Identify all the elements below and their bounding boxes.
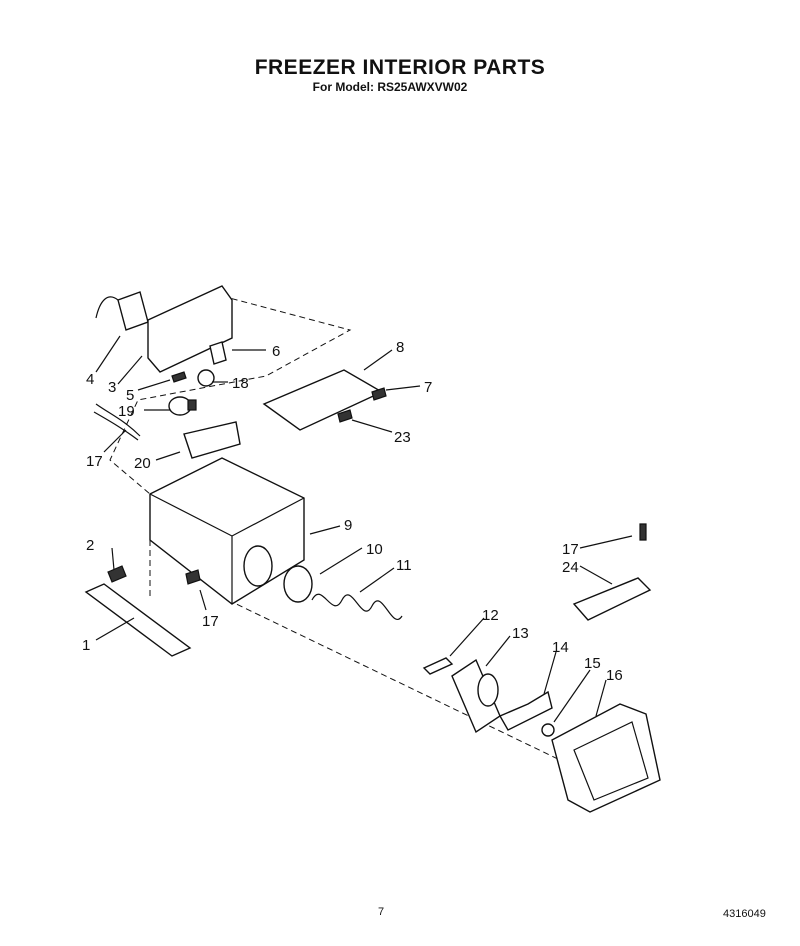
part-crusher-blade (422, 657, 454, 675)
part-bracket-14 (499, 690, 553, 731)
callout-4: 4 (86, 371, 94, 388)
part-nut (541, 723, 555, 737)
part-screw-5 (171, 371, 187, 383)
callout-20: 19 (118, 403, 135, 420)
part-screw-23 (337, 409, 353, 423)
document-number: 4316049 (723, 908, 766, 920)
callout-3: 3 (108, 379, 116, 396)
sightline-front (227, 599, 561, 761)
callout-8: 8 (396, 339, 404, 356)
part-rail (84, 583, 192, 657)
page-title: FREEZER INTERIOR PARTS (254, 56, 546, 79)
part-clip (209, 341, 227, 365)
callout-19: 18 (232, 375, 249, 392)
part-motor (95, 291, 149, 331)
part-screw-7 (371, 387, 387, 401)
callout-2: 2 (86, 537, 94, 554)
part-auger-spring (311, 593, 403, 620)
callout-9: 9 (344, 517, 352, 534)
callout-1: 1 (82, 637, 90, 654)
page-number: 7 (378, 906, 385, 918)
callout-23: 23 (394, 429, 411, 446)
callout-13: 13 (512, 625, 529, 642)
part-screw-17a (185, 569, 201, 585)
callout-17-lower: 17 (202, 613, 219, 630)
callout-18: 17 (86, 453, 103, 470)
part-dispenser-cover (551, 703, 661, 813)
callout-21: 20 (134, 455, 151, 472)
part-light-bulb (168, 396, 197, 416)
callout-11: 11 (396, 557, 412, 574)
callout-10: 10 (366, 541, 383, 558)
part-light-shield (183, 421, 241, 459)
leader-lines (95, 335, 633, 723)
group-outline (109, 295, 352, 495)
part-auger-barrel (451, 658, 501, 734)
part-socket (197, 369, 215, 387)
callout-12: 12 (482, 607, 499, 624)
part-mounting-bracket (147, 285, 233, 373)
callout-5: 5 (126, 387, 134, 404)
callout-14: 14 (552, 639, 569, 656)
callout-17-right: 17 (562, 541, 579, 558)
part-bracket-plate (572, 577, 652, 621)
callout-16: 16 (606, 667, 623, 684)
part-cover-plate (262, 369, 384, 431)
callout-7: 7 (424, 379, 432, 396)
part-ice-bin-housing (149, 457, 305, 605)
callout-24: 24 (562, 559, 579, 576)
model-subtitle: For Model: RS25AWXVW02 (312, 80, 468, 94)
part-seal (283, 565, 313, 603)
callout-15: 15 (584, 655, 601, 672)
part-wire-harness (93, 403, 141, 441)
part-screw-2 (107, 565, 127, 583)
callout-6: 6 (272, 343, 280, 360)
part-screw-17b (639, 523, 647, 541)
